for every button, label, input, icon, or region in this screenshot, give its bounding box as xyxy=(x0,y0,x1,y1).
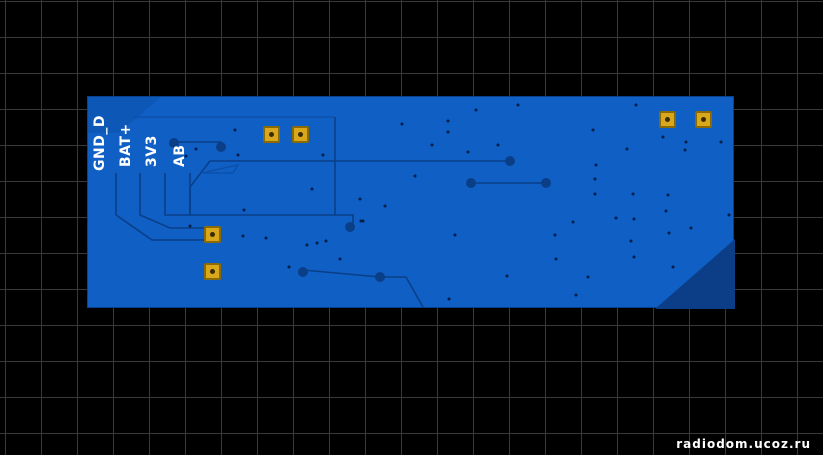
solder-pad xyxy=(263,126,280,143)
trace-long xyxy=(189,160,510,215)
trace-bottom xyxy=(302,269,424,308)
label-ab: AB xyxy=(172,144,188,167)
solder-pad xyxy=(695,111,712,128)
watermark-text: radiodom.ucoz.ru xyxy=(676,437,811,451)
trace-3v3 xyxy=(164,173,354,227)
trace-bat xyxy=(139,173,214,229)
via xyxy=(169,138,179,148)
via xyxy=(466,178,476,188)
via xyxy=(298,267,308,277)
via xyxy=(345,222,355,232)
copper-pour-topleft xyxy=(88,97,161,133)
via xyxy=(375,272,385,282)
label-3v3: 3V3 xyxy=(144,135,160,167)
via xyxy=(505,156,515,166)
solder-pad xyxy=(204,263,221,280)
via xyxy=(216,142,226,152)
label-gnd-d: GND_D xyxy=(92,115,108,171)
copper-pour-corner xyxy=(655,239,735,309)
label-bat-plus: BAT+ xyxy=(118,123,134,167)
solder-pad xyxy=(292,126,309,143)
via xyxy=(541,178,551,188)
solder-pad xyxy=(204,226,221,243)
pcb-board: GND_D BAT+ 3V3 AB xyxy=(87,96,735,309)
copper-traces xyxy=(88,97,735,309)
trace-gnd xyxy=(115,173,214,241)
solder-pad xyxy=(659,111,676,128)
